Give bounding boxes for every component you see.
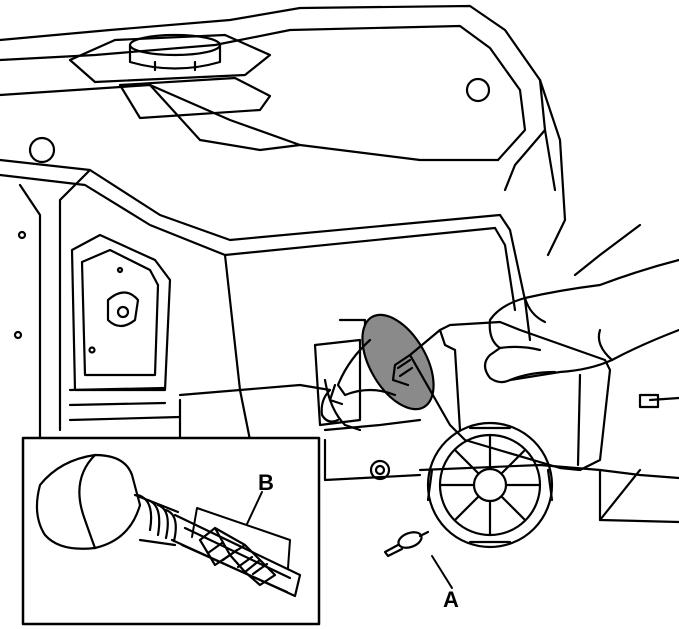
callout-label-a: A bbox=[443, 587, 459, 612]
control-panel bbox=[70, 233, 172, 392]
fuel-cap bbox=[68, 33, 272, 120]
generator-body bbox=[0, 4, 679, 524]
inset-detail bbox=[21, 436, 321, 626]
wheel bbox=[426, 421, 554, 549]
dipstick-on-ground bbox=[383, 530, 453, 589]
callout-label-b: B bbox=[258, 470, 274, 495]
oil-bottle bbox=[391, 320, 612, 472]
hand bbox=[483, 223, 679, 384]
